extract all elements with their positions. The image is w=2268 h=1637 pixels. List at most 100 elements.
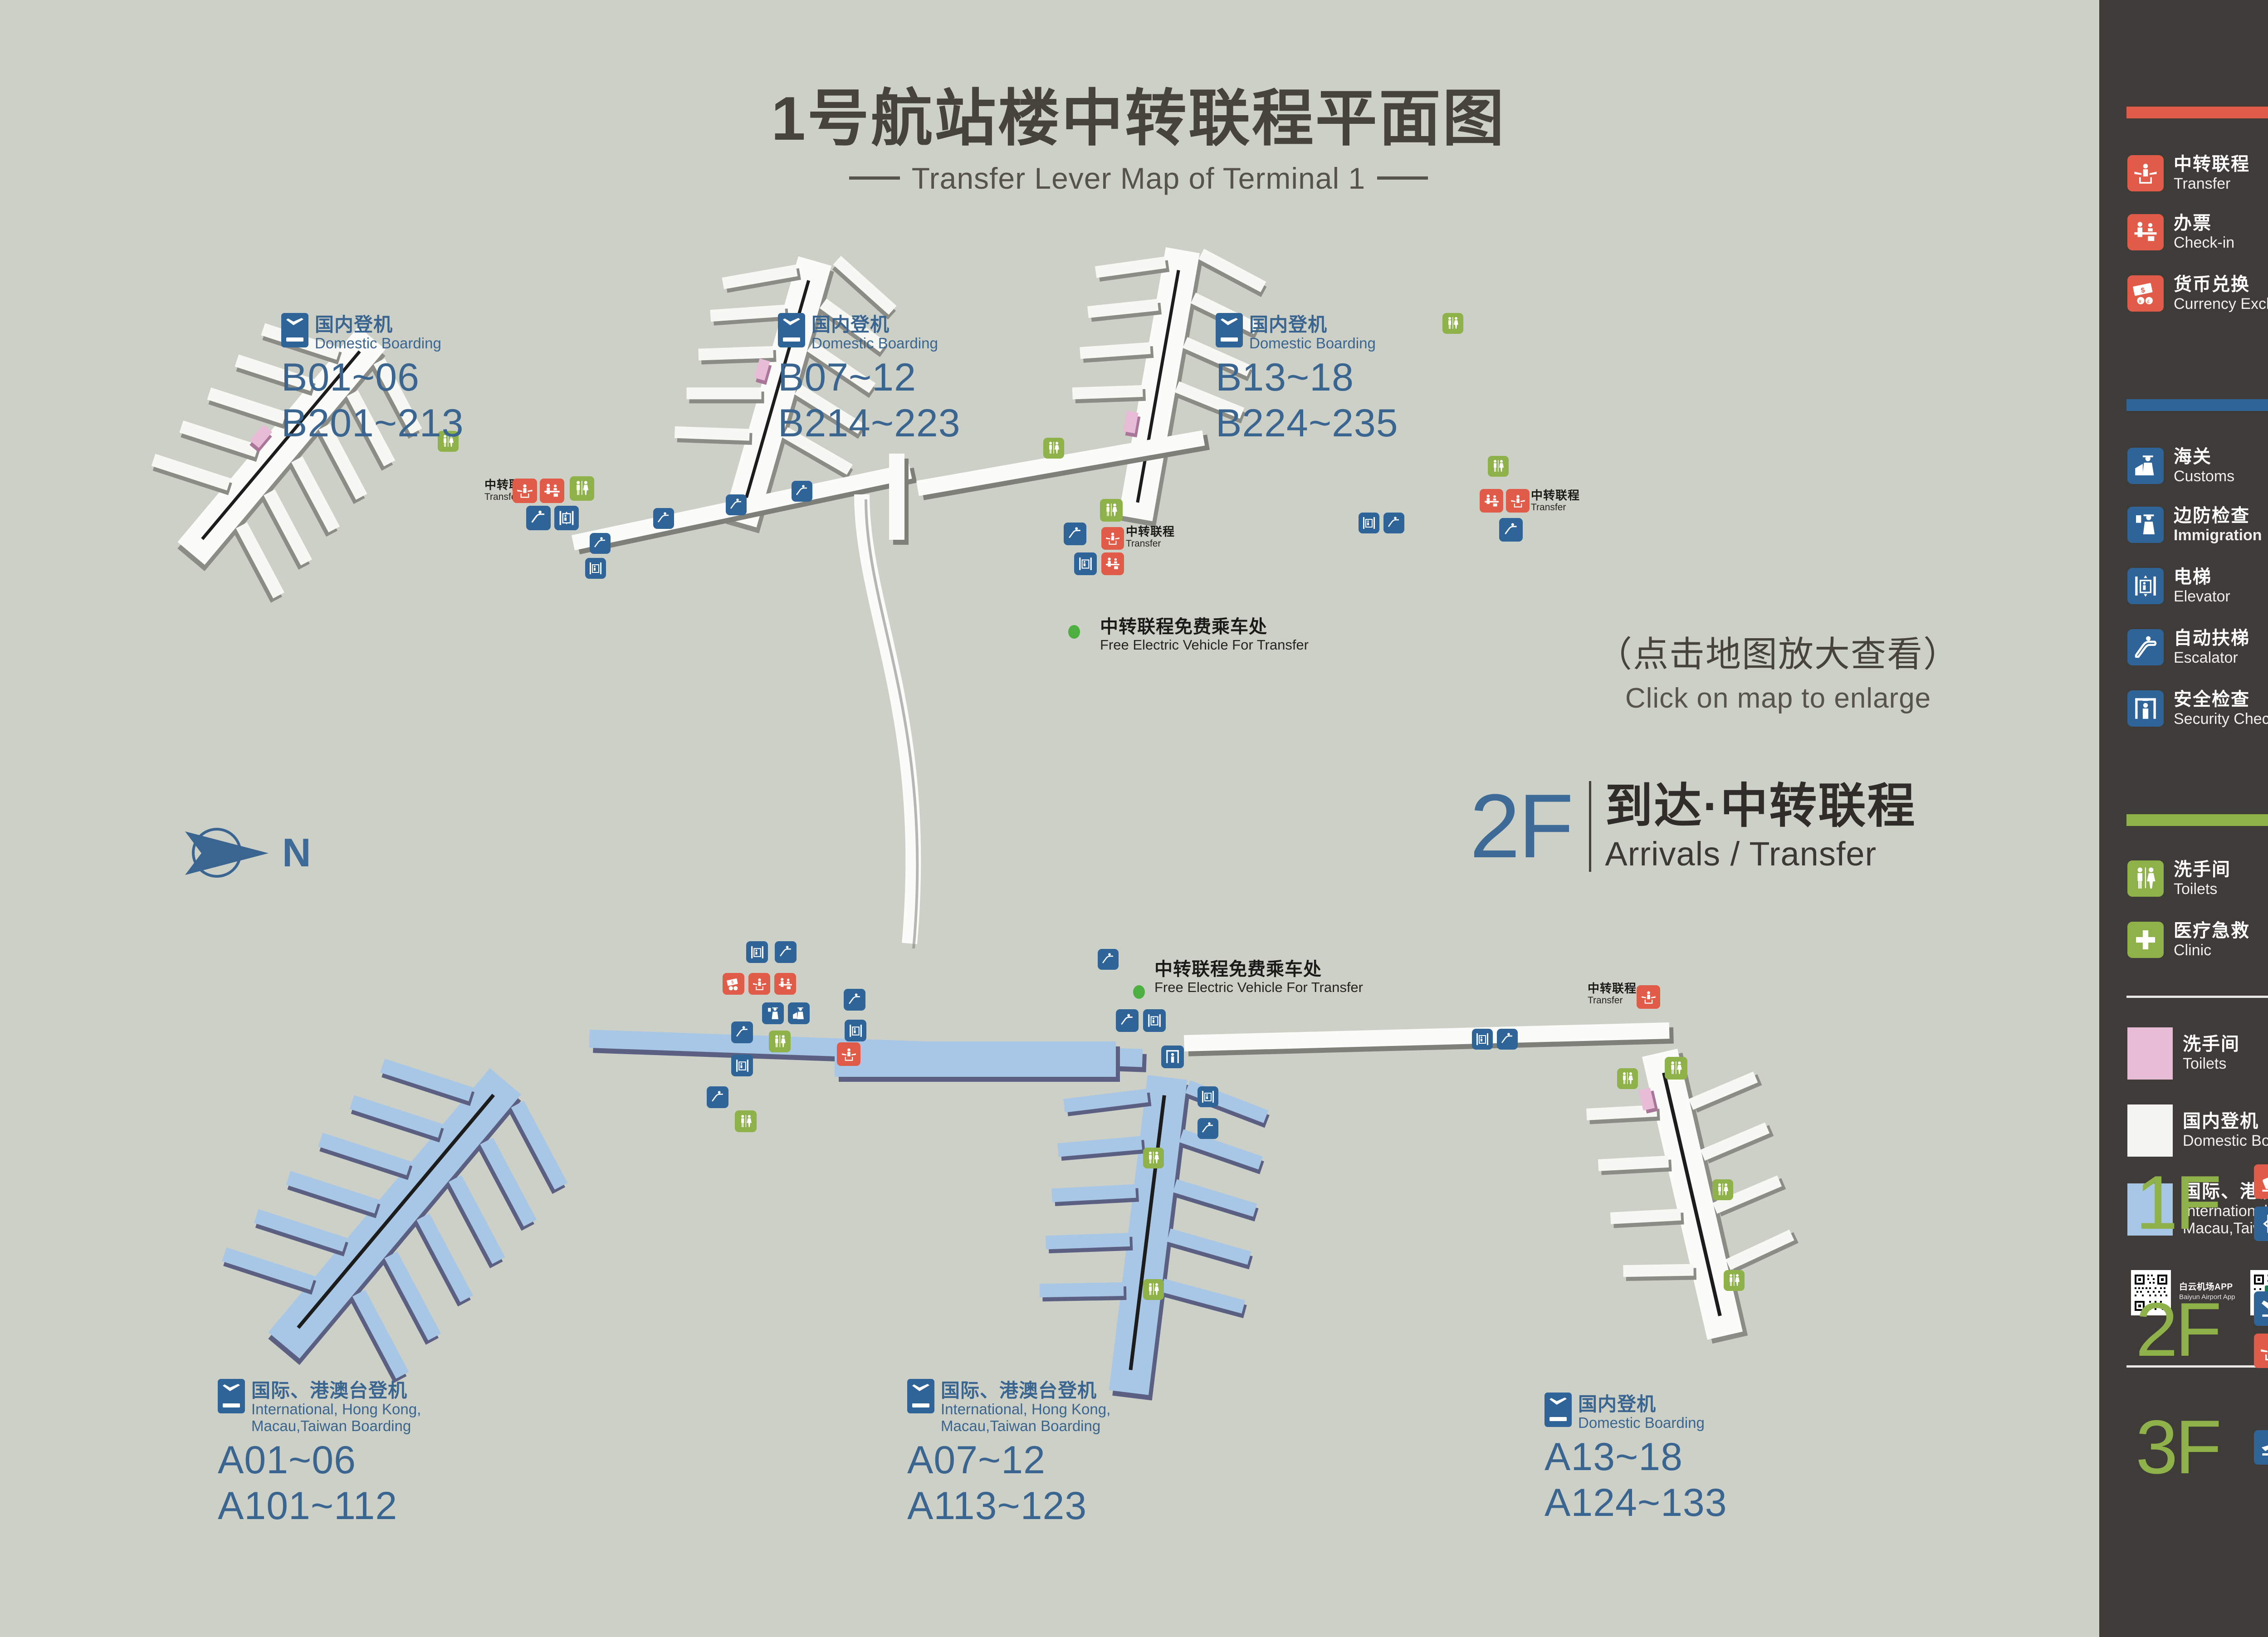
escalator-icon[interactable]: [1497, 1029, 1518, 1050]
floor-item-arrivals[interactable]: 到达 Arrivals: [2254, 1290, 2268, 1327]
check-in-icon[interactable]: [774, 973, 796, 995]
escalator-icon[interactable]: [1198, 1118, 1218, 1139]
transfer-icon[interactable]: [1101, 527, 1124, 550]
domestic-boarding-icon: [778, 313, 805, 347]
qr-code-baiyun-app-image: [2131, 1270, 2171, 1315]
legend-item-immigration[interactable]: 边防检查 Immigration: [2127, 506, 2262, 544]
floor-item-boarding-gates[interactable]: 登机口 Boarding Gates: [2254, 1429, 2268, 1466]
domestic-boarding-icon: [1216, 313, 1243, 347]
check-in-icon[interactable]: [1101, 552, 1124, 575]
page-title: 1号航站楼中转联程平面图 Transfer Lever Map of Termi…: [708, 86, 1569, 195]
toilets-icon[interactable]: [1617, 1068, 1638, 1089]
toilets-icon[interactable]: [570, 476, 594, 501]
elevator-icon[interactable]: [1074, 552, 1097, 575]
legend-item-currency-exchange[interactable]: $ ¥ £ 货币兑换 Currency Exchange: [2127, 274, 2268, 313]
title-english: Transfer Lever Map of Terminal 1: [911, 161, 1366, 195]
electric-vehicle-stop-marker: [1133, 985, 1145, 999]
toilets-icon[interactable]: [1043, 438, 1064, 459]
escalator-icon[interactable]: [731, 1021, 753, 1043]
legend-item-escalator[interactable]: 自动扶梯 Escalator: [2127, 628, 2250, 666]
floor-item-baggage-claim[interactable]: 行李提取 Baggage Claim: [2254, 1163, 2268, 1200]
legend-item-clinic[interactable]: 医疗急救 Clinic: [2127, 921, 2250, 959]
compass-needle-icon: [185, 828, 269, 878]
floor-row-1f: 1F 行李提取 Baggage Claim: [2136, 1163, 2268, 1242]
domestic-boarding-icon: [281, 313, 308, 347]
security-check-icon[interactable]: [1161, 1046, 1184, 1068]
toilets-icon[interactable]: [1488, 456, 1509, 477]
toilets-icon[interactable]: [1724, 1270, 1745, 1291]
swatch-pink: [2127, 1027, 2173, 1080]
check-in-icon[interactable]: [1480, 489, 1503, 513]
elevator-icon[interactable]: [1472, 1029, 1493, 1050]
map-label-transfer-ne: 中转联程 Transfer: [1531, 489, 1580, 513]
check-in-icon[interactable]: [540, 479, 564, 503]
escalator-icon[interactable]: [526, 506, 551, 530]
immigration-icon[interactable]: [762, 1002, 784, 1024]
shuttle-route-curve: [854, 494, 921, 949]
elevator-icon[interactable]: [1198, 1086, 1218, 1107]
toilets-icon[interactable]: [769, 1031, 791, 1052]
legend-category-bar-green: [2126, 814, 2268, 826]
elevator-icon[interactable]: [1359, 513, 1379, 533]
swatch-blue: [2127, 1183, 2173, 1236]
elevator-icon[interactable]: [746, 941, 768, 963]
floor-number-1f: 1F: [2136, 1159, 2222, 1245]
elevator-icon[interactable]: [731, 1055, 753, 1076]
customs-icon[interactable]: [788, 1002, 810, 1024]
legend-item-security-check[interactable]: 安全检查 Security Check: [2127, 689, 2268, 728]
legend-swatch-domestic-boarding: 国内登机 Domestic Boarding: [2127, 1104, 2268, 1157]
escalator-icon[interactable]: [1116, 1009, 1139, 1032]
title-rule-left: [849, 176, 900, 180]
escalator-icon[interactable]: [844, 989, 865, 1011]
title-rule-right: [1377, 176, 1428, 180]
currency-exchange-icon[interactable]: $: [723, 973, 744, 995]
elevator-icon[interactable]: [585, 558, 606, 579]
toilets-icon[interactable]: [1712, 1179, 1733, 1200]
legend-item-toilets[interactable]: 洗手间 Toilets: [2127, 860, 2231, 898]
toilets-icon[interactable]: [1143, 1148, 1164, 1168]
legend-item-elevator[interactable]: 电梯 Elevator: [2127, 567, 2230, 605]
terminal-map-canvas[interactable]: 1号航站楼中转联程平面图 Transfer Lever Map of Termi…: [0, 0, 2099, 1637]
qr-item-app[interactable]: 白云机场APP Baiyun Airport App: [2131, 1270, 2235, 1315]
transfer-icon[interactable]: [1637, 985, 1660, 1009]
floor-badge-divider: [1589, 781, 1592, 872]
elevator-icon[interactable]: [845, 1020, 866, 1041]
swatch-white: [2127, 1104, 2173, 1157]
escalator-icon[interactable]: [726, 494, 747, 515]
international-boarding-icon: [218, 1379, 245, 1413]
toilets-icon[interactable]: [1100, 499, 1123, 522]
legend-item-transfer[interactable]: 中转联程 Transfer: [2127, 154, 2250, 192]
escalator-icon[interactable]: [653, 508, 674, 529]
floor-item-arrival-exit[interactable]: 到达出口 Arrival Exit: [2254, 1206, 2268, 1242]
escalator-icon[interactable]: [590, 533, 611, 554]
escalator-icon[interactable]: [775, 941, 797, 963]
escalator-icon[interactable]: [707, 1086, 728, 1108]
toilets-icon[interactable]: [1442, 313, 1463, 334]
floor-number-2f: 2F: [2136, 1286, 2222, 1372]
escalator-icon[interactable]: [1098, 949, 1119, 970]
elevator-icon[interactable]: [1143, 1009, 1166, 1032]
escalator-icon[interactable]: [1499, 518, 1523, 542]
click-to-enlarge-note: （点击地图放大查看） Click on map to enlarge: [1596, 634, 1960, 714]
domestic-boarding-icon: [1545, 1393, 1572, 1427]
toilets-icon[interactable]: [1143, 1279, 1164, 1300]
escalator-icon[interactable]: [792, 481, 812, 502]
transfer-icon[interactable]: [1506, 489, 1530, 513]
escalator-icon[interactable]: [1383, 513, 1404, 533]
shuttle-station-hall: [835, 1041, 1116, 1077]
transfer-icon[interactable]: [513, 479, 537, 503]
legend-item-customs[interactable]: 海关 Customs: [2127, 447, 2234, 485]
map-label-transfer-nc: 中转联程 Transfer: [1126, 525, 1175, 549]
transfer-icon[interactable]: [837, 1042, 860, 1066]
svg-text:£: £: [2147, 299, 2150, 304]
map-label-ev-north: 中转联程免费乘车处 Free Electric Vehicle For Tran…: [1100, 617, 1309, 653]
floor-item-transfer[interactable]: 中转联程 Transfer: [2254, 1333, 2268, 1369]
escalator-icon[interactable]: [1064, 523, 1086, 545]
toilets-icon[interactable]: [438, 431, 459, 452]
elevator-icon[interactable]: [554, 506, 579, 530]
legend-item-check-in[interactable]: 办票 Check-in: [2127, 213, 2234, 251]
arrivals-plane-icon: [2254, 1291, 2268, 1326]
transfer-icon[interactable]: [748, 973, 770, 995]
toilets-icon[interactable]: [735, 1110, 757, 1132]
toilets-icon[interactable]: [1665, 1057, 1687, 1080]
